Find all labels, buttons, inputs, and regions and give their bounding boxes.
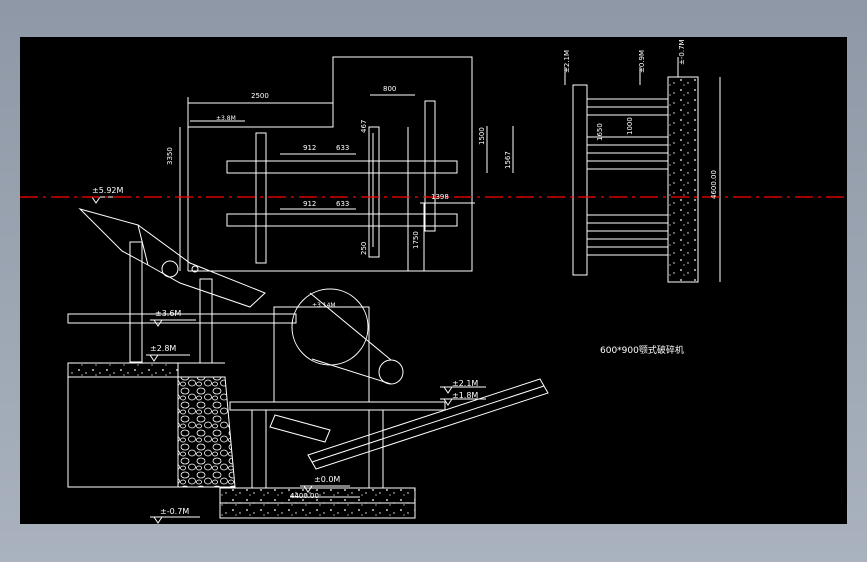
discharge-conveyor	[307, 378, 549, 470]
post-mid	[368, 126, 380, 258]
dim-3350: 3350	[166, 147, 174, 165]
dim-912-a: 912	[303, 144, 316, 152]
side-wall	[667, 76, 699, 283]
dim-1567: 1567	[504, 151, 512, 169]
feeder-chute	[78, 208, 266, 308]
upper-platform	[67, 313, 297, 324]
side-elev-2-1: ±2.1M	[563, 50, 571, 73]
elev-2-1: ±2.1M	[452, 379, 478, 388]
elev-5-92: ±5.92M	[92, 186, 124, 195]
side-column	[572, 84, 588, 276]
dim-1750: 1750	[412, 231, 420, 249]
rubble-fill	[177, 376, 236, 488]
dim-250: 250	[360, 242, 368, 255]
side-ribs	[587, 98, 668, 256]
elev-small-left: ±3.8M	[216, 115, 236, 122]
elev-3-6: ±3.6M	[155, 309, 181, 318]
side-dim-1650: 1650	[596, 123, 604, 141]
pulley	[378, 359, 404, 385]
dim-633-a: 633	[336, 144, 349, 152]
crusher-body	[273, 306, 370, 403]
side-elev-0-9: ±0.9M	[638, 50, 646, 73]
hopper-outline	[188, 56, 473, 272]
base-leg-1	[251, 409, 267, 489]
drawing-canvas: 2500 800 3350 912 633 912 633 1500 1567 …	[20, 39, 847, 524]
side-elev-minus-0-7: ±-0.7M	[678, 39, 686, 65]
dim-800: 800	[383, 85, 396, 93]
lower-beam	[226, 213, 458, 227]
column-1	[129, 241, 143, 363]
side-dim-1000: 1000	[626, 117, 634, 135]
crusher-base	[229, 401, 446, 411]
elevation-markers	[88, 196, 486, 524]
dim-1398: 1398	[431, 193, 449, 201]
cad-viewport[interactable]: 2500 800 3350 912 633 912 633 1500 1567 …	[20, 37, 847, 524]
dim-2500: 2500	[251, 92, 269, 100]
side-dim-4600: 4600.00	[710, 170, 718, 199]
elev-minus-0-7: ±-0.7M	[160, 507, 189, 516]
elev-small-mid: ±3.14M	[312, 302, 336, 309]
drawing-title: 600*900颚式破碎机	[600, 344, 684, 356]
post-right	[424, 100, 436, 232]
post-left	[255, 132, 267, 264]
elev-2-8: ±2.8M	[150, 344, 176, 353]
dim-633-b: 633	[336, 200, 349, 208]
elev-1-8: ±1.8M	[452, 391, 478, 400]
elev-0-0: ±0.0M	[314, 475, 340, 484]
dim-4400: 4400.00	[290, 492, 319, 500]
upper-beam	[226, 160, 458, 174]
dim-912-b: 912	[303, 200, 316, 208]
dim-467: 467	[360, 120, 368, 133]
dim-1500: 1500	[478, 127, 486, 145]
flywheel	[291, 288, 369, 366]
left-foundation	[67, 362, 179, 488]
